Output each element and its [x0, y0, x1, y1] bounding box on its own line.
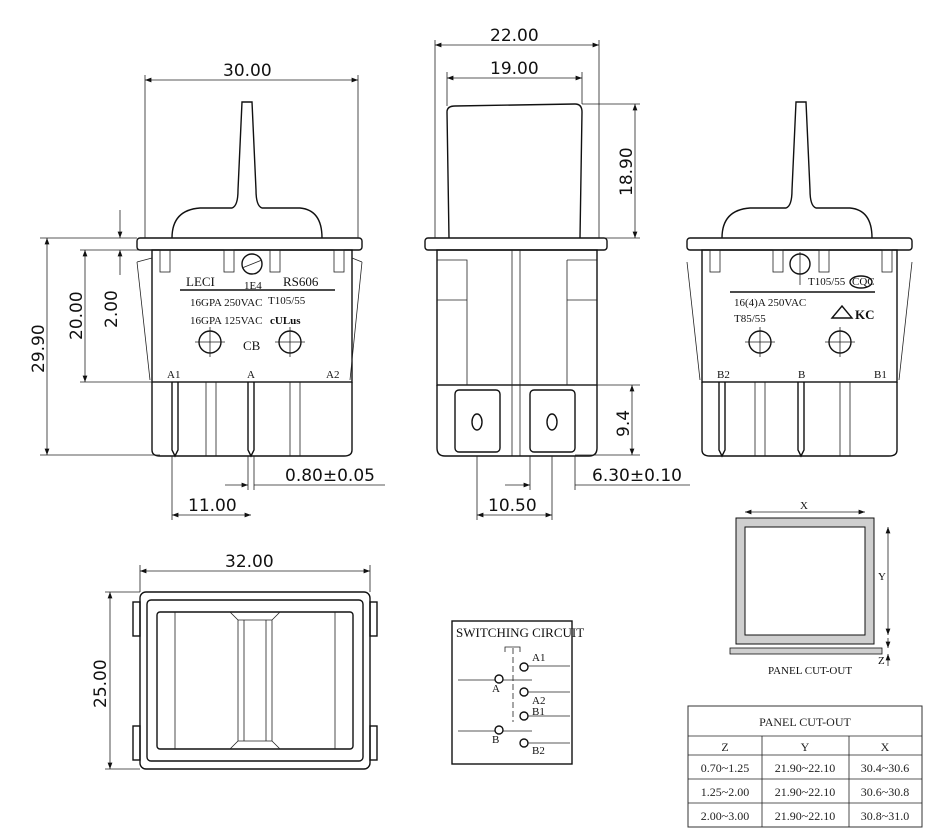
circuit-a: A: [492, 683, 500, 695]
model-label: RS606: [283, 274, 319, 289]
rocker-actuator: [171, 101, 323, 239]
cb-mark: CB: [243, 338, 261, 353]
dim-outer: 22.00: [490, 26, 539, 46]
table-cell: 21.90~22.10: [775, 761, 836, 775]
back-rating: 16(4)A 250VAC: [734, 297, 806, 309]
terminal-b: B: [798, 369, 805, 381]
circuit-b1: B1: [532, 706, 545, 718]
table-header-x: X: [881, 740, 890, 754]
table-cell: 30.6~30.8: [861, 785, 910, 799]
kc-mark: KC: [855, 307, 875, 322]
bottom-view: 32.00 25.00: [91, 552, 378, 770]
table-title: PANEL CUT-OUT: [759, 715, 851, 729]
table-header-y: Y: [801, 740, 810, 754]
dim-cap: 19.00: [490, 59, 539, 79]
dim-body-height: 20.00: [67, 291, 87, 340]
circuit-a1: A1: [532, 652, 545, 664]
table-row: 1.25~2.00 21.90~22.10 30.6~30.8: [701, 785, 910, 799]
dim-terminal-width: 6.30±0.10: [592, 466, 682, 486]
circuit-title: SWITCHING CIRCUIT: [456, 625, 584, 640]
flange: [136, 237, 363, 251]
table-cell: 0.70~1.25: [701, 761, 750, 775]
panel-z: Z: [878, 655, 885, 667]
dim-total-height: 29.90: [29, 324, 49, 373]
table-row: 0.70~1.25 21.90~22.10 30.4~30.6: [701, 761, 910, 775]
switching-circuit: SWITCHING CIRCUIT A1 A A2 B1 B B2: [451, 620, 584, 765]
terminal-b2: B2: [717, 369, 730, 381]
terminal-a1: A1: [167, 369, 180, 381]
code-label: 1E4: [244, 280, 262, 292]
circuit-a2: A2: [532, 695, 545, 707]
circuit-b2: B2: [532, 745, 545, 757]
table-cell: 21.90~22.10: [775, 809, 836, 823]
panel-caption: PANEL CUT-OUT: [768, 665, 852, 677]
table-row: 2.00~3.00 21.90~22.10 30.8~31.0: [701, 809, 910, 823]
table-cell: 30.8~31.0: [861, 809, 910, 823]
back-temp: T105/55: [808, 276, 846, 288]
rating-2: 16GPA 125VAC: [190, 315, 262, 327]
front-view: LECI 1E4 RS606 16GPA 250VAC 16GPA 125VAC…: [29, 61, 385, 520]
table-cell: 21.90~22.10: [775, 785, 836, 799]
dim-pin-spacing: 11.00: [188, 496, 237, 516]
circuit-b: B: [492, 734, 499, 746]
dim-bottom-width: 32.00: [225, 552, 274, 572]
table-cell: 1.25~2.00: [701, 785, 750, 799]
table-cell: 30.4~30.6: [861, 761, 910, 775]
cqc-mark: CQC: [852, 276, 875, 288]
rating-1: 16GPA 250VAC: [190, 297, 262, 309]
dim-terminal-spacing: 10.50: [488, 496, 537, 516]
panel-y: Y: [878, 571, 886, 583]
terminal-a2: A2: [326, 369, 339, 381]
panel-cutout-drawing: X Y Z PANEL CUT-OUT: [729, 500, 891, 677]
dim-width: 30.00: [223, 61, 272, 81]
side-view: 22.00 19.00 18.90 9.4 6.30±0.10 10.50: [424, 26, 690, 520]
temp-label: T105/55: [268, 295, 306, 307]
back-view: T105/55 CQC 16(4)A 250VAC T85/55 KC B2 B…: [686, 101, 913, 458]
table-cell: 2.00~3.00: [701, 809, 750, 823]
dim-cap-height: 18.90: [617, 147, 637, 196]
dim-pin: 0.80±0.05: [285, 466, 375, 486]
terminal-a: A: [247, 369, 255, 381]
brand-label: LECI: [186, 274, 215, 289]
body: [151, 249, 353, 383]
dim-flange: 2.00: [102, 290, 122, 328]
panel-cutout-table: PANEL CUT-OUT Z Y X 0.70~1.25 21.90~22.1…: [687, 705, 923, 828]
panel-x: X: [800, 500, 808, 512]
ul-mark: cULus: [270, 315, 301, 327]
terminal-b1: B1: [874, 369, 887, 381]
dim-bottom-height: 25.00: [91, 659, 111, 708]
table-header-z: Z: [721, 740, 728, 754]
back-temp2: T85/55: [734, 313, 766, 325]
dim-terminal-height: 9.4: [614, 410, 634, 437]
